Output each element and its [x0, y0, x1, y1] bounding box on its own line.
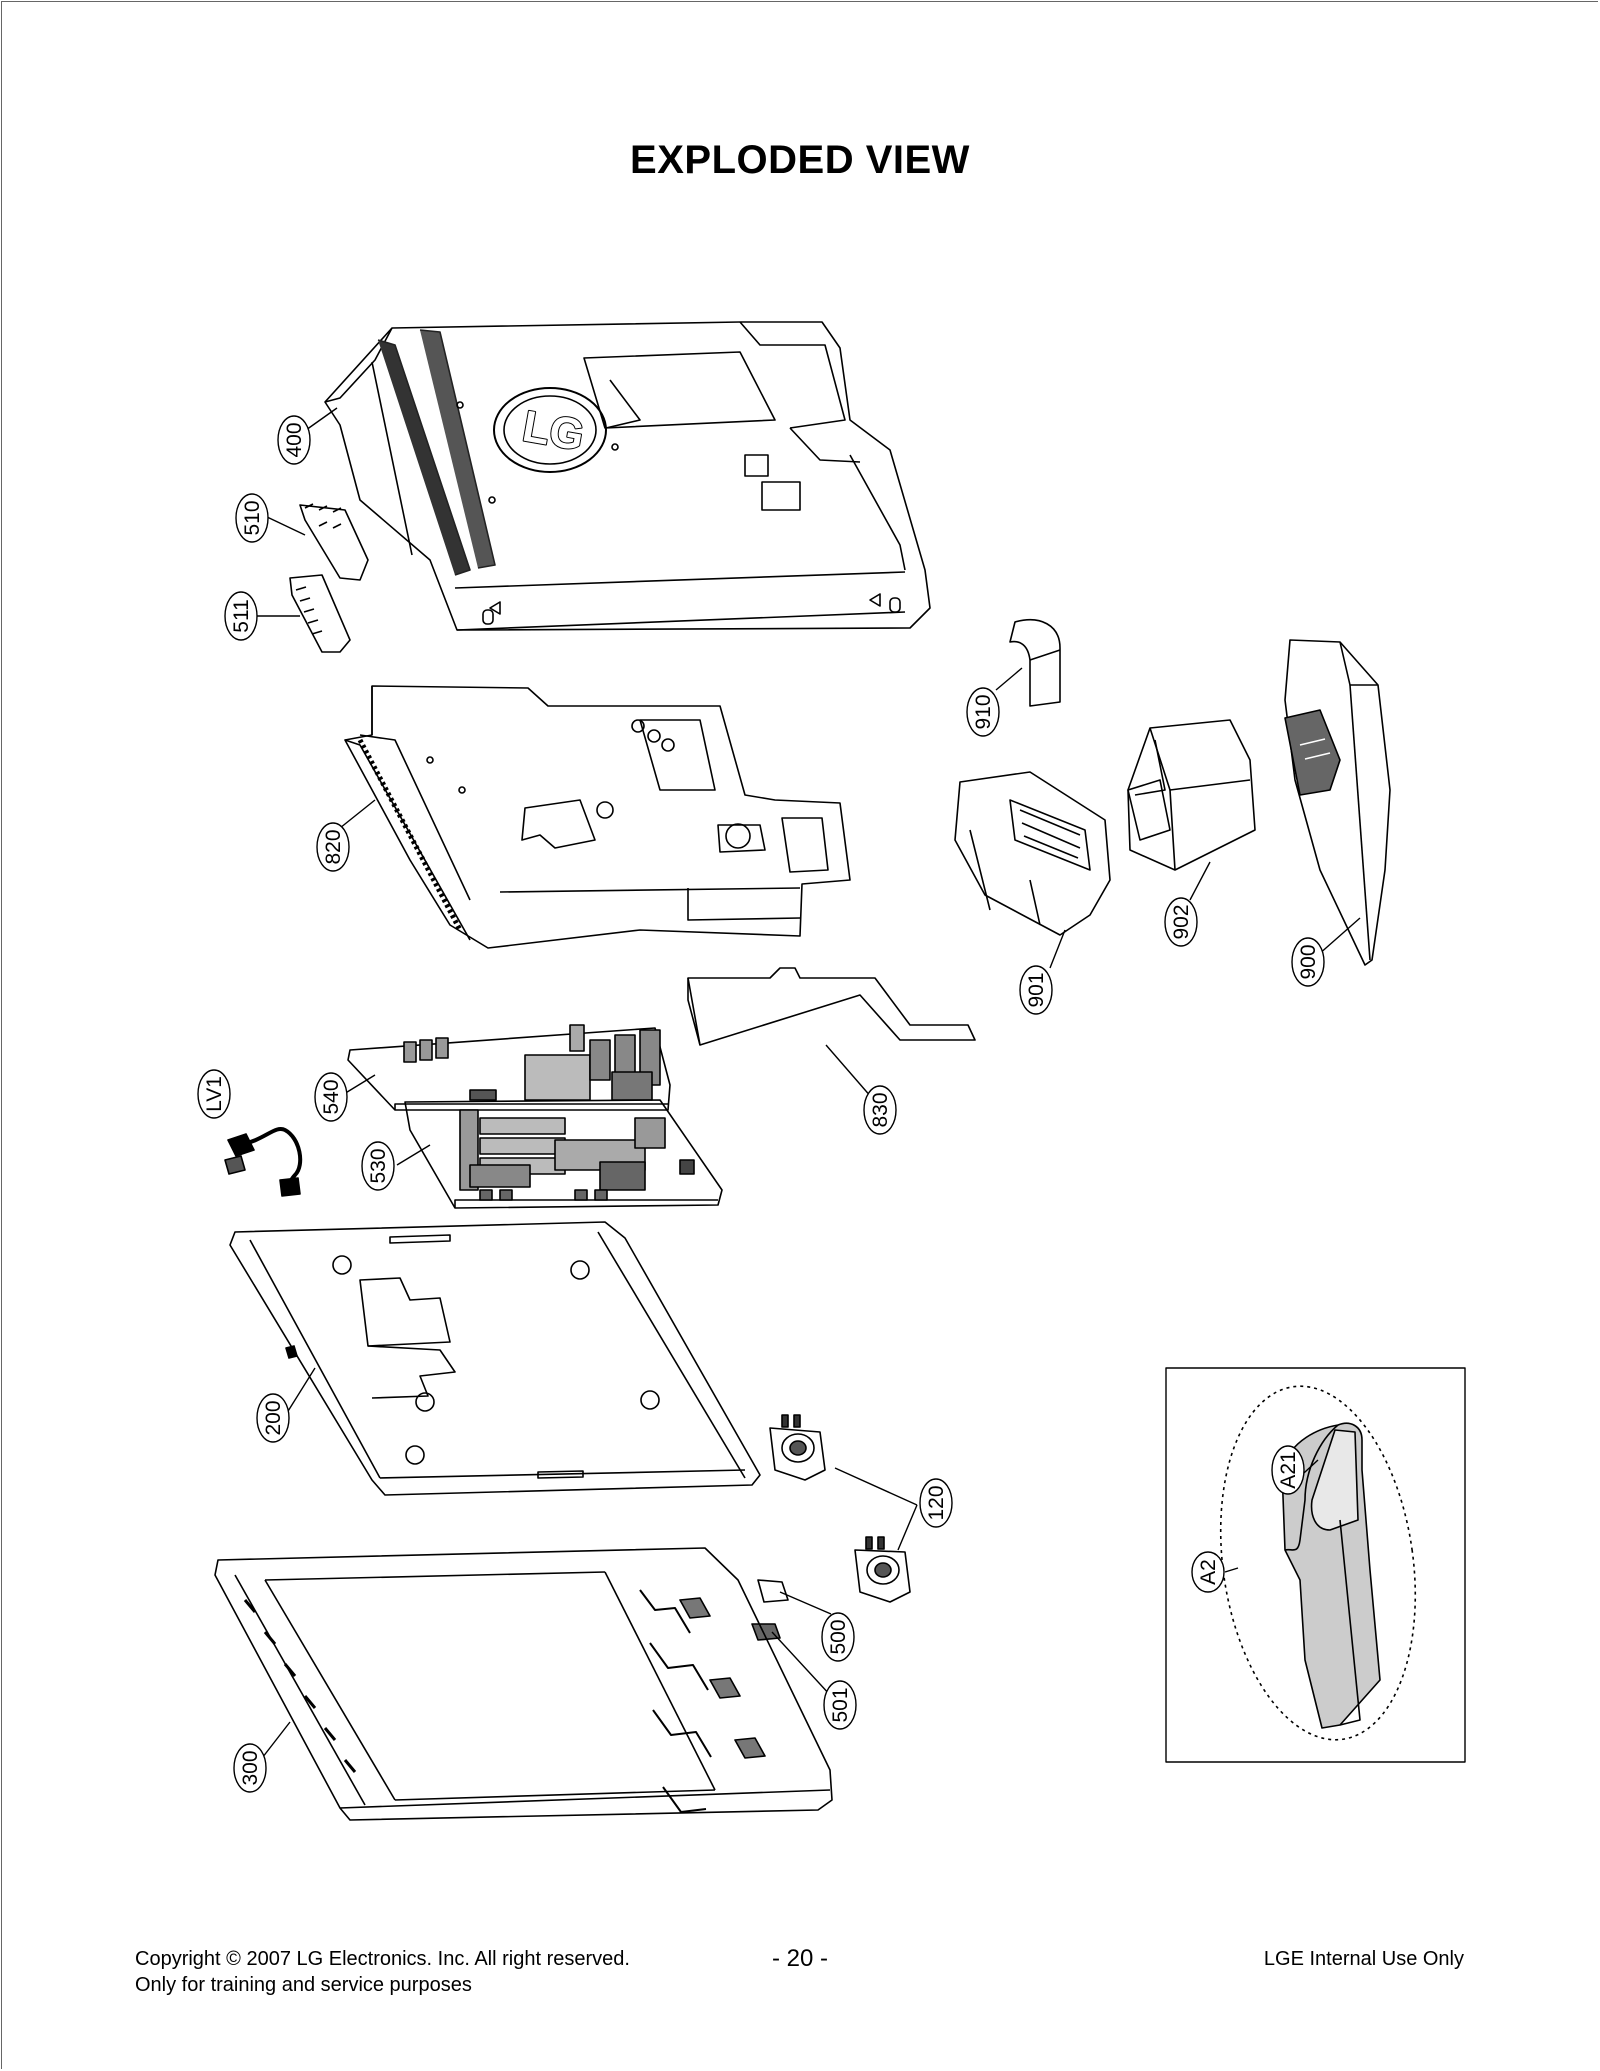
- callout-830: 830: [863, 1085, 897, 1135]
- callout-lv1: LV1: [197, 1069, 231, 1119]
- part-speakers-120: [769, 1414, 911, 1603]
- page-title: EXPLODED VIEW: [630, 138, 970, 182]
- callout-540: 540: [314, 1072, 348, 1122]
- svg-text:830: 830: [869, 1092, 892, 1127]
- svg-text:501: 501: [829, 1687, 852, 1722]
- callout-902: 902: [1164, 897, 1198, 947]
- callout-a2: A2: [1191, 1551, 1225, 1593]
- callout-120: 120: [919, 1478, 953, 1528]
- svg-text:A2: A2: [1197, 1559, 1220, 1585]
- callout-500: 500: [821, 1612, 855, 1662]
- part-bracket-511: [289, 574, 351, 653]
- part-shield-plate-830: [687, 967, 976, 1046]
- leader-lines: [255, 407, 1361, 1763]
- svg-text:510: 510: [241, 500, 264, 535]
- callout-530: 530: [361, 1141, 395, 1191]
- part-back-cover: LG: [324, 321, 931, 631]
- callout-511: 511: [224, 591, 258, 641]
- part-shield-820: [344, 685, 851, 949]
- part-inner-frame-200: [229, 1221, 761, 1496]
- lg-logo: LG: [519, 402, 588, 461]
- svg-text:901: 901: [1025, 972, 1048, 1007]
- svg-text:900: 900: [1297, 944, 1320, 979]
- svg-text:530: 530: [367, 1148, 390, 1183]
- part-power-board-530: [404, 1099, 723, 1209]
- footer-copyright-block: Copyright © 2007 LG Electronics. Inc. Al…: [135, 1946, 630, 1998]
- callout-300: 300: [233, 1743, 267, 1793]
- part-main-board-540: [347, 1024, 671, 1111]
- callout-510: 510: [235, 493, 269, 543]
- part-bracket-510: [299, 503, 369, 581]
- svg-text:A21: A21: [1277, 1451, 1300, 1488]
- callout-a21: A21: [1271, 1445, 1305, 1495]
- svg-text:511: 511: [230, 599, 253, 632]
- svg-text:120: 120: [925, 1485, 948, 1520]
- footer-purpose: Only for training and service purposes: [135, 1974, 472, 1996]
- svg-text:300: 300: [239, 1750, 262, 1785]
- callout-900: 900: [1291, 937, 1325, 987]
- part-button-501: [751, 1623, 781, 1641]
- callout-501: 501: [823, 1680, 857, 1730]
- part-stand-body-902: [1127, 719, 1256, 871]
- svg-text:200: 200: [262, 1400, 285, 1435]
- svg-text:540: 540: [320, 1079, 343, 1114]
- part-stand-hinge-901: [954, 771, 1111, 936]
- page-number: - 20 -: [771, 1945, 828, 1972]
- footer-copyright: Copyright © 2007 LG Electronics. Inc. Al…: [135, 1948, 630, 1970]
- part-front-bezel-300: [214, 1547, 833, 1821]
- svg-text:902: 902: [1170, 904, 1193, 939]
- svg-text:820: 820: [322, 829, 345, 864]
- footer-classification: LGE Internal Use Only: [1263, 1948, 1464, 1970]
- callout-901: 901: [1019, 965, 1053, 1015]
- part-cable-lv1: [224, 1127, 303, 1197]
- inset-remote-control: [1165, 1367, 1466, 1763]
- part-stand-base-900: [1284, 639, 1391, 966]
- svg-text:400: 400: [283, 422, 306, 457]
- callout-200: 200: [256, 1393, 290, 1443]
- callout-400: 400: [277, 415, 311, 465]
- part-board-500: [757, 1579, 789, 1603]
- svg-text:LV1: LV1: [203, 1076, 226, 1112]
- callout-820: 820: [316, 822, 350, 872]
- callout-910: 910: [966, 687, 1000, 737]
- part-hinge-cover-910: [1009, 619, 1061, 707]
- svg-text:500: 500: [827, 1619, 850, 1654]
- svg-text:910: 910: [972, 694, 995, 729]
